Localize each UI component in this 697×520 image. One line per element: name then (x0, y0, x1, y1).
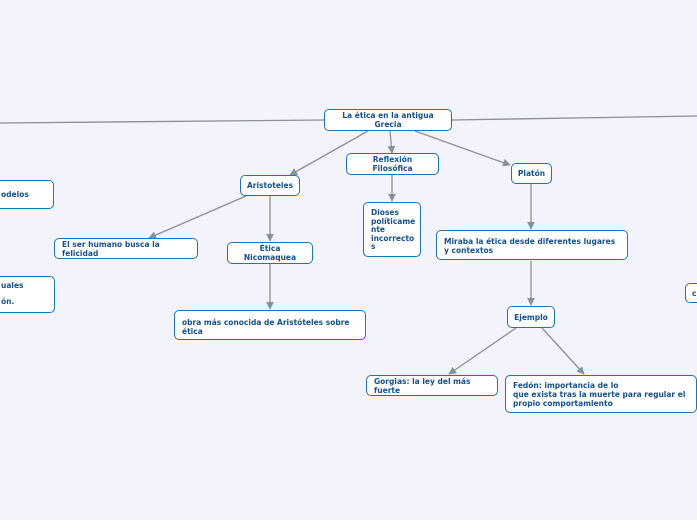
node-left-bottom-partial[interactable]: uales ón. (0, 276, 55, 313)
node-aristoteles[interactable]: Aristoteles (240, 175, 300, 196)
node-gorgias[interactable]: Gorgias: la ley del más fuerte (366, 375, 498, 396)
link-root-left (0, 119, 325, 124)
link-root-platon (414, 130, 511, 167)
node-right-edge-partial[interactable]: c (685, 283, 697, 303)
node-platon[interactable]: Platón (511, 163, 552, 184)
link-root-aristoteles (289, 130, 369, 176)
root-node[interactable]: La ética en la antigua Grecia (324, 109, 452, 131)
link-ejemplo-gorgias (448, 327, 517, 375)
node-ser-humano[interactable]: El ser humano busca la felicidad (54, 238, 198, 259)
node-reflexion-filosofica[interactable]: Reflexión Filosófica (346, 153, 439, 175)
node-dioses[interactable]: Dioses políticame nte incorrecto s (363, 202, 421, 257)
node-mirada-etica[interactable]: Miraba la ética desde diferentes lugares… (436, 230, 628, 260)
node-left-top-partial[interactable]: odelos (0, 180, 54, 209)
node-fedon[interactable]: Fedón: importancia de lo que exista tras… (505, 375, 697, 413)
node-ejemplo[interactable]: Ejemplo (507, 306, 555, 328)
node-etica-nicomaquea[interactable]: Ética Nicomaquea (227, 242, 313, 264)
link-aristoteles-ser-humano (148, 195, 247, 239)
link-root-reflexion (387, 130, 396, 154)
node-obra-aristoteles[interactable]: obra más conocida de Aristóteles sobre é… (174, 310, 366, 340)
link-ejemplo-fedon (541, 327, 585, 375)
link-root-right (451, 115, 697, 121)
